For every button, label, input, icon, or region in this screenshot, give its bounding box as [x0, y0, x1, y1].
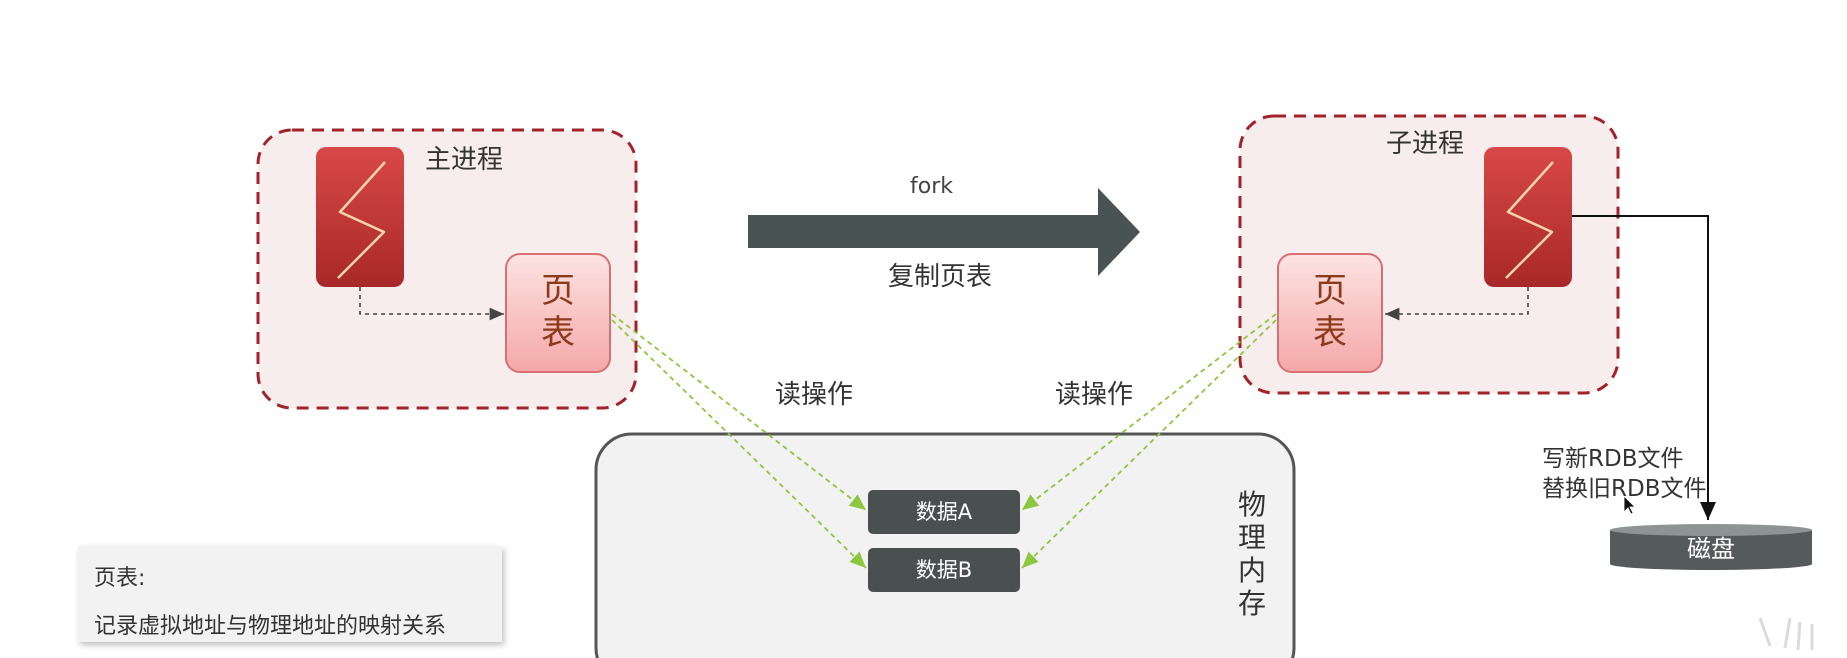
data-b-block: [868, 548, 1020, 592]
main-page-table-text: 页表: [541, 271, 575, 353]
main-page-table-label: 页表: [506, 270, 610, 354]
read-operation-label-left: 读操作: [775, 380, 854, 410]
child-thread-icon: [1484, 147, 1572, 287]
data-a-label: 数据A: [915, 500, 973, 524]
disk-icon: [1610, 524, 1812, 570]
child-page-table-label: 页表: [1278, 270, 1382, 354]
copy-page-table-label: 复制页表: [888, 262, 993, 292]
fork-arrow: [748, 188, 1140, 276]
disk-label: 磁盘: [1687, 535, 1735, 563]
replace-old-rdb-label: 替换旧RDB文件: [1542, 476, 1707, 502]
child-page-table-text: 页表: [1313, 271, 1347, 353]
note-body: 记录虚拟地址与物理地址的映射关系: [94, 614, 447, 639]
data-b-label: 数据B: [915, 558, 973, 582]
note-title: 页表:: [94, 566, 146, 591]
main-thread-icon: [316, 147, 404, 287]
main-process-label: 主进程: [425, 145, 504, 175]
write-new-rdb-label: 写新RDB文件: [1542, 446, 1684, 472]
main-page-table: [505, 253, 611, 373]
child-page-table: [1277, 253, 1383, 373]
mouse-cursor-icon: [1623, 495, 1636, 515]
physical-memory-box: [594, 432, 1296, 658]
physical-memory-label: 物理内存: [1237, 488, 1266, 620]
write-connector: [1572, 215, 1716, 520]
page-table-note: 页表: 记录虚拟地址与物理地址的映射关系: [78, 546, 502, 642]
data-a-block: [868, 490, 1020, 534]
read-operation-label-right: 读操作: [1055, 380, 1134, 410]
fork-label: fork: [910, 174, 953, 199]
watermark-icon: [1758, 617, 1814, 651]
child-process-label: 子进程: [1386, 129, 1465, 159]
